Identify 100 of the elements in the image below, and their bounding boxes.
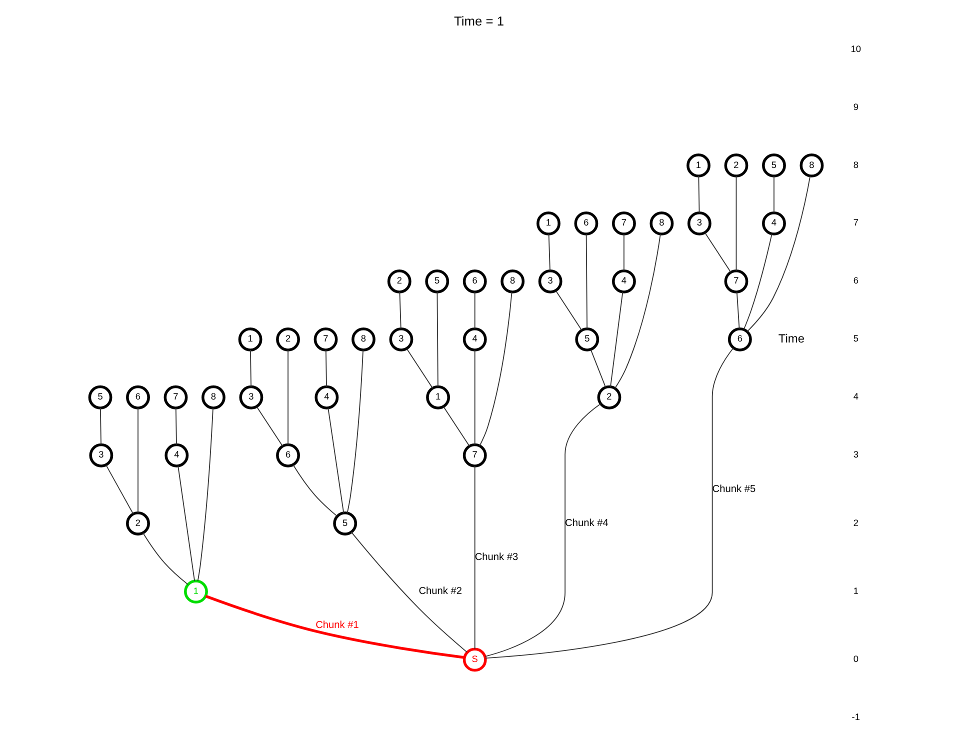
connector xyxy=(484,403,601,657)
label: Time xyxy=(778,332,804,346)
connector xyxy=(398,292,401,330)
label: 5 xyxy=(852,334,858,344)
node-circle: 3 xyxy=(538,269,562,294)
node-circle: 4 xyxy=(314,385,338,410)
node-circle: 7 xyxy=(163,385,188,410)
node-circle: 7 xyxy=(724,269,748,294)
node-circle: 5 xyxy=(88,385,112,410)
node-circle: 6 xyxy=(462,269,486,294)
connector xyxy=(324,350,326,388)
connector xyxy=(773,176,774,214)
diagram-title: Time = 1 xyxy=(454,14,504,29)
connector xyxy=(704,232,731,273)
connector xyxy=(484,348,734,659)
connector xyxy=(292,464,338,517)
connector xyxy=(406,348,433,389)
connector xyxy=(610,292,623,388)
connector xyxy=(174,408,176,446)
node-circle: 2 xyxy=(276,327,300,352)
node-circle: 8 xyxy=(351,327,375,352)
connector xyxy=(99,408,101,446)
node-circle: 4 xyxy=(462,327,486,352)
node-circle: 1 xyxy=(184,580,208,604)
connector xyxy=(742,233,772,330)
node-circle: 3 xyxy=(388,327,413,352)
label: 10 xyxy=(850,44,861,54)
node-circle: 1 xyxy=(238,327,262,352)
node-circle: 4 xyxy=(164,443,188,468)
connector xyxy=(249,350,252,388)
connector xyxy=(623,234,624,272)
connector xyxy=(474,292,475,330)
node-circle: 5 xyxy=(762,154,786,178)
node-circle: 8 xyxy=(201,385,225,410)
connector xyxy=(256,406,283,447)
label: 0 xyxy=(852,654,858,664)
label: 9 xyxy=(852,102,858,112)
node-circle: 5 xyxy=(574,327,599,352)
node-circle: 6 xyxy=(126,385,150,410)
label: -1 xyxy=(851,712,860,722)
node-circle: 2 xyxy=(386,269,411,294)
node-circle: 2 xyxy=(724,154,748,178)
connector xyxy=(346,350,364,514)
node-circle: 7 xyxy=(313,327,338,352)
label: 2 xyxy=(852,518,858,528)
connector xyxy=(554,290,582,331)
edge-label: Chunk #5 xyxy=(712,484,756,496)
connector xyxy=(474,466,475,650)
node-circle: 8 xyxy=(500,269,524,294)
node-circle: 5 xyxy=(332,512,357,536)
node-circle: 6 xyxy=(727,327,752,352)
node-circle: 7 xyxy=(612,211,636,236)
label: 3 xyxy=(852,450,858,460)
node-circle: 2 xyxy=(126,512,150,536)
node-circle: 6 xyxy=(574,211,598,236)
connector xyxy=(735,176,736,272)
node-circle: 7 xyxy=(462,443,486,468)
connector xyxy=(590,348,606,388)
label: 7 xyxy=(852,218,858,228)
node-circle: 6 xyxy=(276,443,300,468)
node-circle: 4 xyxy=(612,269,636,294)
connector xyxy=(137,408,138,514)
node-circle: 3 xyxy=(88,443,113,468)
connector xyxy=(614,234,660,389)
node-circle: S xyxy=(462,648,486,672)
connector xyxy=(327,408,344,514)
connector xyxy=(204,594,464,659)
connector xyxy=(585,234,588,330)
label: 6 xyxy=(852,276,858,286)
node-circle: 4 xyxy=(762,211,786,236)
connector xyxy=(746,176,810,332)
edge-label: Chunk #3 xyxy=(474,552,518,564)
node-circle: 5 xyxy=(424,269,449,294)
connector xyxy=(105,464,134,514)
connector xyxy=(350,532,467,653)
connector xyxy=(478,292,512,446)
connector xyxy=(142,532,188,586)
connector xyxy=(177,465,195,582)
edge-label: Chunk #2 xyxy=(418,586,462,598)
label: 1 xyxy=(852,586,858,596)
connector xyxy=(287,350,288,446)
node-circle: 8 xyxy=(799,154,824,178)
connector xyxy=(548,234,550,272)
connector xyxy=(196,408,213,582)
edge-label: Chunk #1 xyxy=(315,620,358,632)
label: 4 xyxy=(852,392,858,402)
label: 8 xyxy=(852,160,858,170)
connector xyxy=(442,406,470,447)
node-circle: 1 xyxy=(686,154,710,178)
node-circle: 1 xyxy=(536,211,560,236)
edge-label: Chunk #4 xyxy=(564,518,608,530)
connector xyxy=(436,292,438,388)
node-circle: 3 xyxy=(238,385,263,410)
node-circle: 3 xyxy=(686,211,711,236)
connector xyxy=(736,292,740,330)
connector xyxy=(698,176,700,214)
connector xyxy=(474,350,475,446)
node-circle: 8 xyxy=(649,211,674,236)
node-circle: 2 xyxy=(596,385,621,410)
node-circle: 1 xyxy=(426,385,450,410)
